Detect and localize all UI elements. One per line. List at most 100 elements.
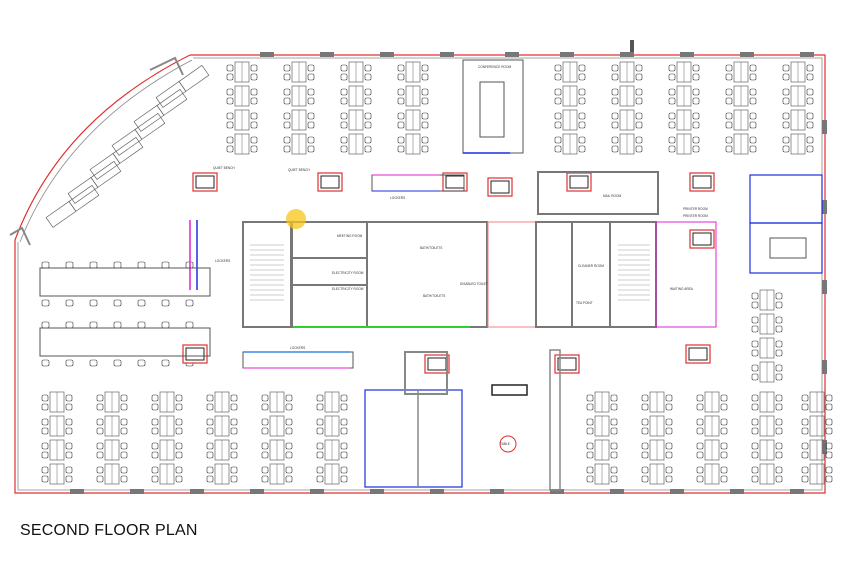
storage-unit	[554, 354, 580, 374]
chair-icon	[825, 442, 833, 450]
chair-icon	[261, 403, 269, 411]
chair-icon	[635, 136, 643, 144]
chair-icon	[825, 418, 833, 426]
chair-icon	[261, 466, 269, 474]
chair-icon	[720, 451, 728, 459]
chair-icon	[151, 451, 159, 459]
storage-unit	[317, 172, 343, 192]
chair-icon	[65, 451, 73, 459]
chair-icon	[96, 394, 104, 402]
chair-icon	[806, 145, 814, 153]
chair-icon	[206, 442, 214, 450]
chair-icon	[696, 418, 704, 426]
chair-icon	[175, 451, 183, 459]
chair-icon	[250, 88, 258, 96]
chair-icon	[364, 121, 372, 129]
chair-icon	[65, 394, 73, 402]
chair-icon	[41, 321, 50, 329]
chair-icon	[151, 475, 159, 483]
chair-icon	[692, 73, 700, 81]
chair-icon	[137, 321, 146, 329]
chair-icon	[316, 394, 324, 402]
chair-icon	[206, 466, 214, 474]
label-conference-room: CONFERENCE ROOM	[478, 65, 511, 69]
chair-icon	[586, 403, 594, 411]
desk-cluster	[41, 391, 73, 485]
chair-icon	[307, 136, 315, 144]
chair-icon	[340, 475, 348, 483]
chair-icon	[120, 466, 128, 474]
chair-icon	[801, 442, 809, 450]
chair-icon	[137, 261, 146, 269]
chair-icon	[725, 145, 733, 153]
chair-icon	[316, 475, 324, 483]
chair-icon	[665, 466, 673, 474]
column	[610, 489, 624, 494]
chair-icon	[285, 451, 293, 459]
chair-icon	[41, 466, 49, 474]
chair-icon	[206, 418, 214, 426]
label-table: TABLE	[500, 442, 510, 446]
chair-icon	[230, 394, 238, 402]
chair-icon	[206, 394, 214, 402]
chair-icon	[578, 136, 586, 144]
chair-icon	[668, 136, 676, 144]
chair-icon	[161, 261, 170, 269]
chair-icon	[113, 359, 122, 367]
chair-icon	[611, 73, 619, 81]
chair-icon	[775, 340, 783, 348]
storage-unit-inner	[320, 175, 340, 189]
chair-icon	[641, 394, 649, 402]
column	[790, 489, 804, 494]
chair-icon	[175, 394, 183, 402]
chair-icon	[696, 466, 704, 474]
chair-icon	[65, 466, 73, 474]
chair-icon	[397, 64, 405, 72]
desk-cluster	[133, 88, 188, 132]
chair-icon	[161, 321, 170, 329]
storage-unit-inner	[569, 175, 589, 189]
chair-icon	[285, 475, 293, 483]
chair-icon	[775, 403, 783, 411]
chair-icon	[340, 136, 348, 144]
chair-icon	[41, 475, 49, 483]
chair-icon	[801, 451, 809, 459]
chair-icon	[397, 136, 405, 144]
chair-icon	[610, 466, 618, 474]
chair-icon	[364, 73, 372, 81]
chair-icon	[775, 325, 783, 333]
chair-icon	[578, 145, 586, 153]
highlight-marker[interactable]	[286, 209, 306, 229]
chair-icon	[283, 121, 291, 129]
chair-icon	[610, 403, 618, 411]
chair-icon	[41, 442, 49, 450]
chair-icon	[720, 466, 728, 474]
column	[822, 280, 827, 294]
chair-icon	[578, 88, 586, 96]
desk	[178, 64, 210, 92]
chair-icon	[151, 394, 159, 402]
chair-icon	[185, 321, 194, 329]
chair-icon	[89, 299, 98, 307]
chair-icon	[340, 73, 348, 81]
chair-icon	[96, 442, 104, 450]
chair-icon	[41, 359, 50, 367]
chair-icon	[782, 136, 790, 144]
green-wall	[189, 220, 470, 328]
chair-icon	[641, 403, 649, 411]
chair-icon	[41, 427, 49, 435]
chair-icon	[250, 145, 258, 153]
chair-icon	[226, 88, 234, 96]
chair-icon	[825, 475, 833, 483]
chair-icon	[641, 442, 649, 450]
chair-icon	[206, 475, 214, 483]
chair-icon	[261, 451, 269, 459]
desk-cluster	[67, 160, 122, 204]
storage-unit	[689, 172, 715, 192]
chair-icon	[316, 403, 324, 411]
chair-icon	[120, 442, 128, 450]
chair-icon	[151, 403, 159, 411]
desk-cluster	[751, 391, 783, 485]
chair-icon	[96, 475, 104, 483]
desk-cluster	[725, 61, 757, 155]
